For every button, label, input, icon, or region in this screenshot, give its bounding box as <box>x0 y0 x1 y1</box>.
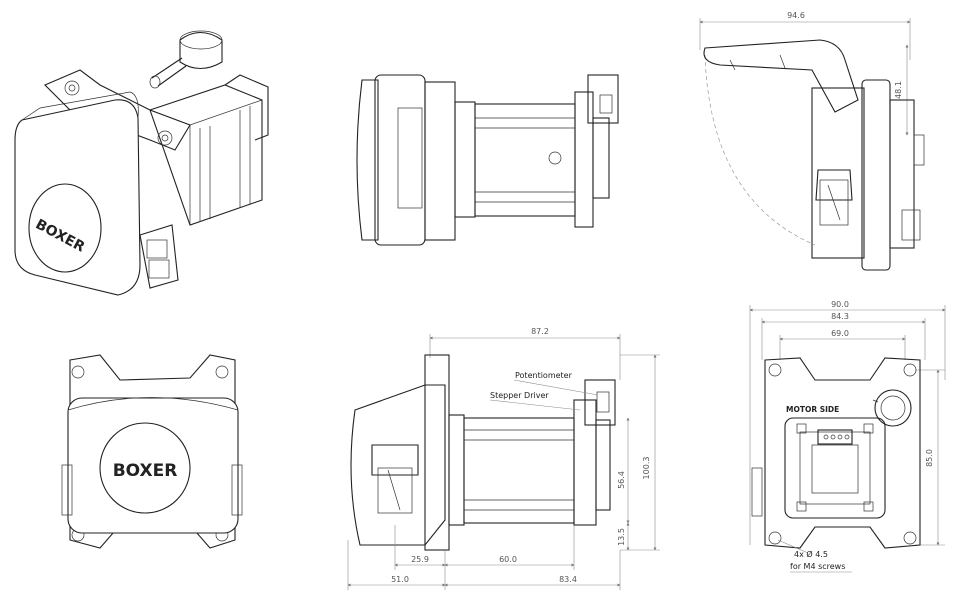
back-view: 90.0 84.3 69.0 85.0 MOTOR SIDE <box>749 300 946 573</box>
screws-note-line2: for M4 screws <box>790 562 845 571</box>
isometric-view: BOXER <box>14 30 269 296</box>
dim-56-4: 56.4 <box>617 471 626 489</box>
dim-51-0: 51.0 <box>391 575 409 584</box>
potentiometer-label: Potentiometer <box>515 371 573 380</box>
dim-83-4: 83.4 <box>559 575 577 584</box>
dim-60-0: 60.0 <box>499 555 517 564</box>
dim-48-1: 48.1 <box>894 81 903 99</box>
dim-69-0: 69.0 <box>831 329 849 338</box>
brand-label-front: BOXER <box>113 461 178 481</box>
side-view-dimensioned: 87.2 Potentiometer Stepper Driver 100.3 … <box>347 327 660 590</box>
dim-100-3: 100.3 <box>642 457 651 480</box>
top-view: 94.6 48.1 <box>699 11 925 271</box>
stepper-driver-label: Stepper Driver <box>490 391 549 400</box>
motor-side-label: MOTOR SIDE <box>786 405 839 414</box>
dim-84-3: 84.3 <box>831 312 849 321</box>
dim-90-0: 90.0 <box>831 300 849 309</box>
screws-note-line1: 4x Ø 4.5 <box>794 549 828 559</box>
front-view: BOXER <box>61 354 243 549</box>
side-view-top <box>356 74 619 246</box>
dim-87-2: 87.2 <box>531 327 549 336</box>
dim-13-5: 13.5 <box>617 528 626 546</box>
dim-85-0: 85.0 <box>925 449 934 467</box>
dim-94-6: 94.6 <box>787 11 805 20</box>
dim-25-9: 25.9 <box>411 555 429 564</box>
